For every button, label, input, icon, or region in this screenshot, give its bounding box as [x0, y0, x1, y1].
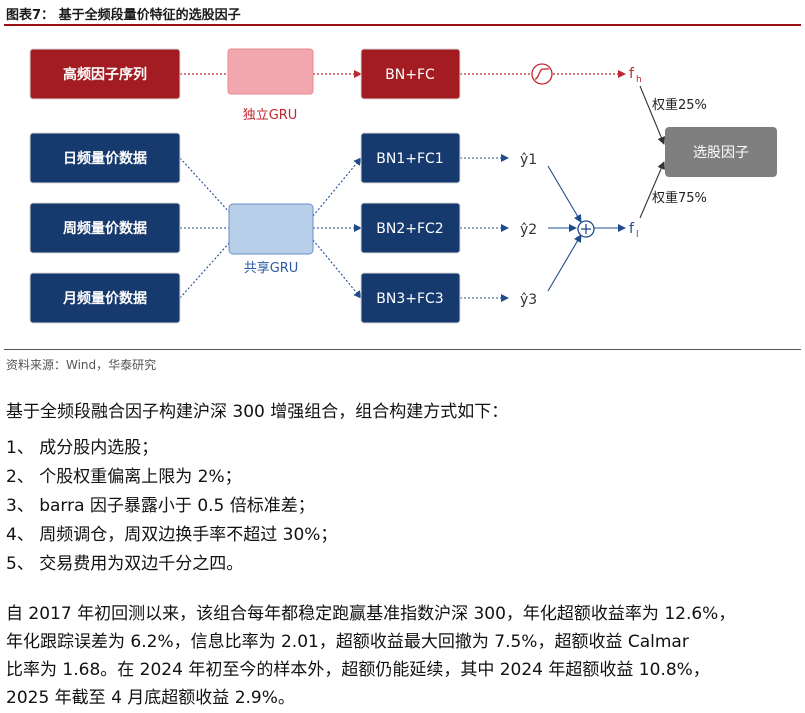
- shared-gru-box: [228, 203, 314, 255]
- plus-icon: [577, 220, 595, 238]
- fh-label: f h: [629, 66, 642, 85]
- bn-fc-top-label: BN+FC: [385, 67, 435, 83]
- high-freq-label: 高频因子序列: [63, 66, 147, 83]
- list-item: 4、 周频调仓，周双边换手率不超过 30%；: [6, 525, 338, 545]
- arrow-shared-to-bn1: [312, 157, 362, 217]
- weekly-label: 周频量价数据: [63, 220, 147, 237]
- bn3-fc3-box: [360, 272, 461, 324]
- bn1-fc1-label: BN1+FC1: [376, 151, 443, 167]
- arrow-monthly-to-shared: [179, 241, 231, 299]
- bn-fc-top-box: [360, 48, 461, 100]
- list-item: 1、 成分股内选股；: [6, 438, 159, 458]
- bn3-fc3-label: BN3+FC3: [376, 291, 443, 307]
- arrow-y1-to-sum: [547, 165, 582, 223]
- figure-title: 图表7： 基于全频段量价特征的选股因子: [6, 8, 241, 23]
- svg-text:f: f: [629, 66, 635, 82]
- y3-label: ŷ3: [520, 292, 537, 308]
- monthly-box: [29, 272, 181, 324]
- weight-top-label: 权重25%: [652, 97, 707, 113]
- figure-source: 资料来源：Wind，华泰研究: [6, 358, 157, 372]
- high-freq-box: [29, 48, 181, 100]
- y1-label: ŷ1: [520, 152, 537, 168]
- sigmoid-icon: [531, 63, 553, 85]
- select-factor-box: [665, 127, 777, 177]
- bn2-fc2-box: [360, 202, 461, 254]
- fl-label: f l: [629, 221, 639, 240]
- daily-box: [29, 132, 181, 184]
- list-item: 5、 交易费用为双边千分之四。: [6, 554, 244, 574]
- list-item: 3、 barra 因子暴露小于 0.5 倍标准差；: [6, 496, 315, 516]
- svg-text:f: f: [629, 221, 635, 237]
- summary-line: 年化跟踪误差为 6.2%，信息比率为 2.01，超额收益最大回撤为 7.5%，超…: [6, 632, 689, 652]
- independent-gru-label: 独立GRU: [243, 108, 298, 123]
- arrow-shared-to-bn3: [312, 239, 362, 299]
- shared-gru-label: 共享GRU: [244, 260, 299, 276]
- list-item: 2、 个股权重偏离上限为 2%；: [6, 467, 242, 487]
- arrow-daily-to-shared: [179, 157, 231, 214]
- svg-text:l: l: [636, 230, 639, 240]
- independent-gru-box: [227, 48, 314, 95]
- summary-line: 自 2017 年初回测以来，该组合每年都稳定跑赢基准指数沪深 300，年化超额收…: [6, 604, 736, 624]
- daily-label: 日频量价数据: [63, 150, 147, 167]
- arrow-y3-to-sum: [547, 234, 582, 292]
- y2-label: ŷ2: [520, 222, 537, 238]
- title-rule: [4, 24, 801, 26]
- bn2-fc2-label: BN2+FC2: [376, 221, 443, 237]
- summary-line: 2025 年截至 4 月底超额收益 2.9%。: [6, 688, 295, 708]
- source-rule: [4, 349, 801, 350]
- arrow-fh-to-select: [639, 85, 666, 145]
- bn1-fc1-box: [360, 132, 461, 184]
- svg-text:h: h: [636, 75, 642, 85]
- factor-diagram: 高频因子序列 独立GRU BN+FC f h 日频量价数据 周频量价数据 月频量…: [29, 48, 777, 324]
- arrow-fl-to-select: [639, 161, 665, 219]
- summary-paragraph: 自 2017 年初回测以来，该组合每年都稳定跑赢基准指数沪深 300，年化超额收…: [6, 600, 802, 712]
- summary-line: 比率为 1.68。在 2024 年初至今的样本外，超额仍能延续，其中 2024 …: [6, 660, 710, 680]
- weekly-box: [29, 202, 181, 254]
- intro-paragraph: 基于全频段融合因子构建沪深 300 增强组合，组合构建方式如下：: [6, 402, 509, 422]
- select-factor-label: 选股因子: [693, 145, 749, 161]
- monthly-label: 月频量价数据: [62, 290, 147, 307]
- weight-bottom-label: 权重75%: [652, 190, 707, 206]
